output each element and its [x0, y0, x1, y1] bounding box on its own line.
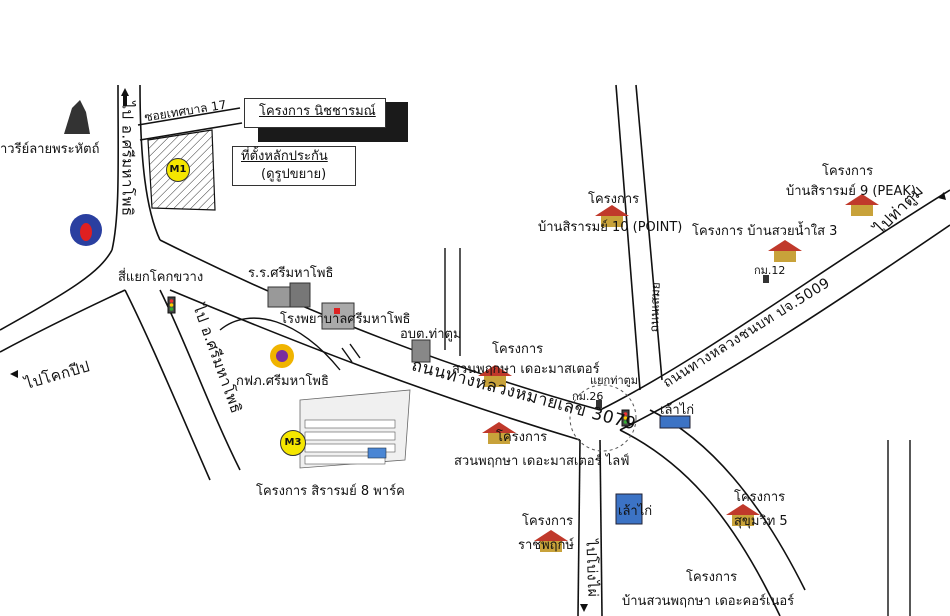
label-sirarom10-2: บ้านสิรารมย์ 10 (POINT)	[538, 220, 683, 235]
road-to-khokpip	[0, 249, 126, 353]
house-marker-suanpruksa-master	[478, 365, 512, 387]
chicken-farm-icon-1	[659, 415, 691, 429]
label-sirarom9-1: โครงการ	[822, 164, 874, 179]
label-monument: าวรีย์ลายพระหัตถ์	[0, 142, 100, 157]
label-unnamed-road: ถนนเสมย	[646, 281, 663, 333]
sao-building-icon	[411, 339, 431, 363]
nicharm-label: โครงการ นิชชารมณ์	[259, 104, 376, 119]
gas-station-logo-icon	[70, 214, 102, 246]
label-hospital: โรงพยาบาลศรีมหาโพธิ	[280, 312, 411, 327]
label-sirarom9-2: บ้านสิรารมย์ 9 (PEAK)	[786, 184, 916, 199]
label-sirarom8-park: โครงการ สิรารมย์ 8 พาร์ค	[256, 484, 405, 499]
label-km12: กม.12	[754, 264, 786, 277]
label-ratchapruksa-2: ราชพฤกษ์	[518, 538, 574, 553]
road-highway-3079	[159, 239, 601, 441]
arrow-north-sri-maha-phot	[121, 88, 129, 106]
pea-logo-icon	[270, 344, 294, 368]
label-suanuyai3: โครงการ บ้านสวยน้ำใส 3	[692, 224, 838, 239]
monument-icon	[64, 100, 90, 134]
label-pea-office: กฟภ.ศรีมหาโพธิ	[236, 374, 329, 389]
arrow-to-tatum	[938, 192, 946, 200]
label-suanpruksa-life-1: โครงการ	[496, 430, 548, 445]
label-laokai-2: เล้าไก่	[618, 504, 653, 519]
marker-m3: M3	[280, 430, 306, 456]
junction-circle	[569, 384, 637, 452]
label-junction-tatum: แยกท่าตูม	[590, 374, 639, 387]
label-suanpruksa-master-1: โครงการ	[492, 342, 544, 357]
label-suanpruksa-corner-2: บ้านสวนพฤกษา เดอะคอร์เนอร์	[622, 594, 795, 609]
km-post-26	[596, 400, 602, 408]
label-suanpruksa-life-2: สวนพฤกษา เดอะมาสเตอร์ ไลฟ์	[454, 454, 630, 469]
label-suanpruksa-corner-1: โครงการ	[686, 570, 738, 585]
km-post-12	[763, 275, 769, 283]
house-marker-ratchapruksa	[534, 530, 568, 552]
house-marker-sukhumvit5	[726, 504, 760, 526]
label-sirarom10-1: โครงการ	[588, 192, 640, 207]
house-marker-sirarom10	[595, 205, 629, 227]
marker-m1: M1	[166, 158, 190, 182]
traffic-light-khokkwang	[167, 296, 176, 314]
house-marker-suanuyai3	[768, 240, 802, 262]
road-north-unnamed	[615, 84, 663, 391]
road-soi-thesaban-17	[137, 107, 243, 141]
road-rural-5009	[599, 189, 950, 431]
traffic-light-tatum	[621, 409, 630, 427]
school-building-icon	[267, 282, 311, 308]
label-suanpruksa-master-2: สวนพฤกษา เดอะมาสเตอร์	[452, 362, 600, 377]
sirarom8-layout	[299, 389, 411, 469]
label-km26: กม.26	[572, 390, 604, 403]
label-sao-office: อบต.ท่าตูม	[400, 327, 462, 342]
road-pea-curve	[219, 317, 341, 371]
label-sukhumvit5-1: โครงการ	[734, 490, 786, 505]
label-khokkwang: สี่แยกโคกขวาง	[118, 270, 204, 285]
break-mark	[341, 343, 361, 363]
arrow-to-khokpip	[10, 370, 18, 378]
label-sukhumvit5-2: สุขุมวิท 5	[734, 514, 788, 529]
house-marker-sirarom9	[845, 194, 879, 216]
road-sri-maha-phot-north	[111, 84, 161, 251]
label-laokai-1: เล้าไก่	[660, 403, 695, 418]
collateral-label: ที่ตั้งหลักประกัน	[241, 149, 328, 164]
road-north-small	[444, 248, 461, 356]
hospital-building-icon	[321, 302, 355, 330]
road-to-banhiang	[577, 439, 603, 616]
label-road-sri-maha-phot-1: ไป อ.ศรีมหาโพธิ	[118, 101, 137, 217]
arrow-to-banhiang	[580, 604, 588, 612]
label-ratchapruksa-1: โครงการ	[522, 514, 574, 529]
label-to-banhiang: ไปโบ่งไผ่	[582, 539, 601, 598]
collateral-sublabel: (ดูรูปขยาย)	[261, 167, 327, 182]
road-east-vertical	[887, 440, 911, 616]
house-marker-suanpruksa-life	[482, 422, 516, 444]
nicharm-box: โครงการ นิชชารมณ์	[244, 98, 386, 128]
label-school: ร.ร.ศรีมหาโพธิ	[248, 266, 334, 281]
chicken-farm-icon-2	[615, 493, 643, 525]
collateral-box: ที่ตั้งหลักประกัน (ดูรูปขยาย)	[232, 146, 356, 186]
